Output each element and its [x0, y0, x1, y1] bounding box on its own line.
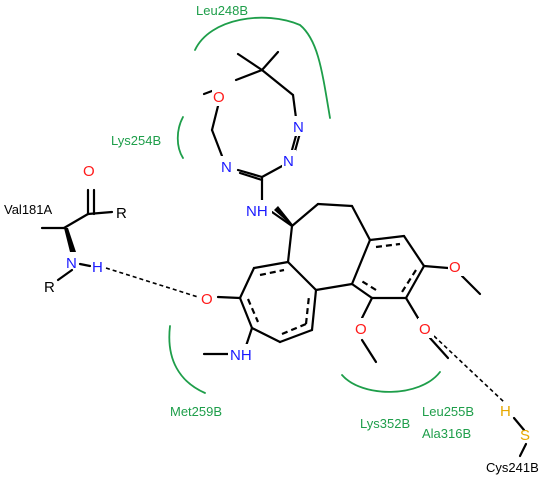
val181a-fragment	[40, 188, 114, 282]
label-ala316b: Ala316B	[422, 426, 471, 441]
val-wedge	[64, 228, 76, 252]
cys-sulfur: S	[520, 427, 530, 444]
val-r-group-2: R	[44, 279, 55, 296]
methoxy-oxygen-3: O	[355, 321, 367, 338]
label-lys352b: Lys352B	[360, 416, 410, 431]
label-lys254b: Lys254B	[111, 133, 161, 148]
label-met259b: Met259B	[170, 404, 222, 419]
arc-lys254b	[176, 116, 184, 159]
carbonyl-oxygen: O	[201, 291, 213, 308]
methylamine-nh: NH	[230, 347, 252, 364]
hbond-val-oxo	[105, 267, 199, 298]
hbond-methoxy-cys	[433, 335, 505, 403]
val-r-group-1: R	[116, 205, 127, 222]
atom-labels: O N N N NH O NH O O O O R N H R H S	[44, 86, 530, 444]
label-leu248b: Leu248B	[196, 3, 248, 18]
central-seven-ring	[286, 202, 372, 292]
nh-linker	[270, 206, 294, 228]
tropolone-ring	[202, 260, 318, 356]
diazocine-ring	[202, 50, 302, 202]
ring-nitrogen-1: N	[293, 119, 304, 136]
label-val181a: Val181A	[4, 202, 53, 217]
residue-labels: Leu248B Lys254B Val181A Met259B Lys352B …	[4, 3, 539, 475]
linker-nh: NH	[246, 203, 268, 220]
ring-nitrogen-3: N	[221, 159, 232, 176]
wedge-bond	[274, 206, 294, 226]
benzene-ring	[350, 234, 482, 364]
ring-nitrogen-2: N	[283, 153, 294, 170]
label-cys241b: Cys241B	[486, 460, 539, 475]
methoxy-oxygen-2: O	[419, 321, 431, 338]
methoxy-oxygen-1: O	[449, 259, 461, 276]
arc-lys352b	[341, 371, 441, 393]
label-leu255b: Leu255B	[422, 404, 474, 419]
val-nitrogen: N	[66, 255, 77, 272]
val-carbonyl-oxygen: O	[83, 163, 95, 180]
val-hydrogen: H	[92, 259, 103, 276]
arc-leu248b	[194, 16, 331, 119]
cys241b-fragment	[512, 416, 528, 458]
ring-oxygen: O	[213, 89, 225, 106]
cys-hydrogen: H	[500, 403, 511, 420]
arc-met259b	[168, 325, 206, 394]
